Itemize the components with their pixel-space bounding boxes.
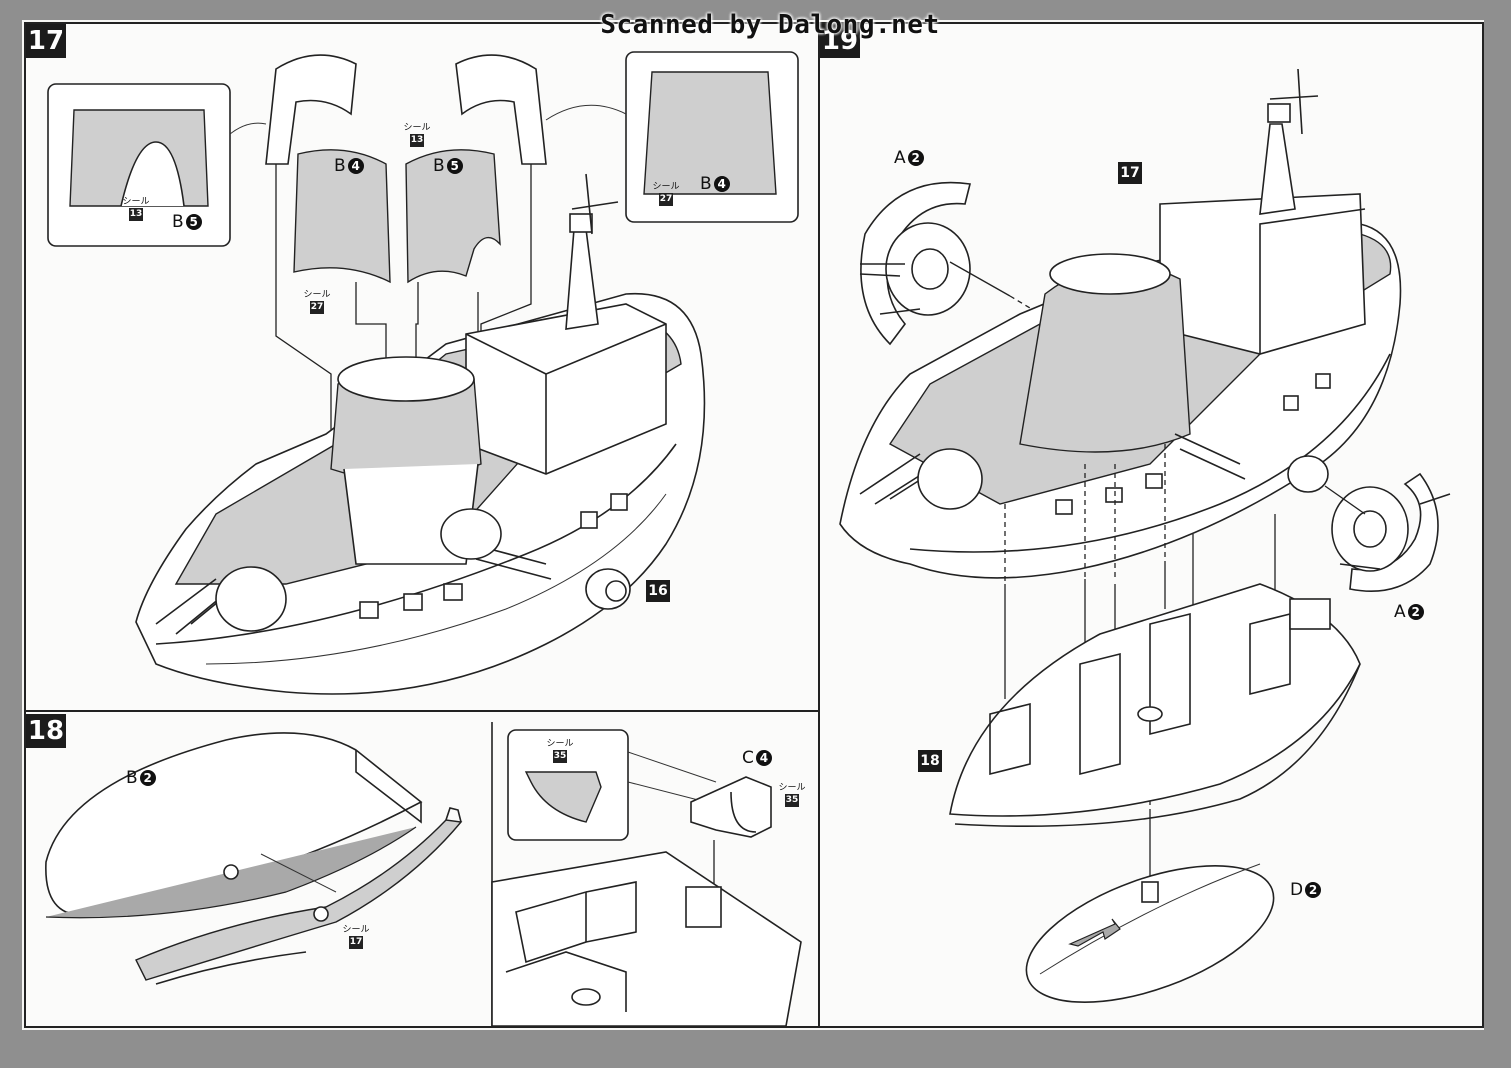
seal-27-panel: シール 27 [301,287,333,314]
seal-word: シール [403,123,431,133]
ref-step-17: 17 [1118,162,1142,184]
seal-number: 35 [553,750,567,763]
seal-word: シール [342,925,370,935]
step-17-badge: 17 [26,24,66,58]
seal-number: 27 [659,193,673,206]
part-number: 4 [755,750,772,766]
step-18-badge: 18 [26,714,66,748]
seal-word: シール [122,197,150,207]
part-number: 2 [139,770,156,786]
part-number: 2 [907,150,924,166]
part-number: 5 [185,214,202,230]
seal-35-clip: シール 35 [776,780,808,807]
seal-word: シール [546,739,574,749]
ref-step-16: 16 [646,580,670,602]
part-number: 2 [1407,604,1424,620]
step-17-panel: 17 [24,22,820,712]
step-18-panel: 18 [24,710,820,1028]
part-letter: A [894,148,906,168]
part-number: 5 [446,158,463,174]
part-number: 4 [347,158,364,174]
part-letter: B [172,212,184,232]
seal-number: 13 [129,208,143,221]
scanner-watermark: Scanned by Dalong.net [600,10,940,40]
seal-word: シール [778,783,806,793]
seal-number: 27 [310,301,324,314]
ref-step-18: 18 [918,750,942,772]
seal-17-strip: シール 17 [340,922,372,949]
seal-13-panel: シール 13 [401,120,433,147]
part-number: 2 [1305,882,1322,898]
seal-13-callout: シール 13 [120,194,152,221]
seal-35-callout: シール 35 [544,736,576,763]
step-17-illustration [47,51,799,695]
part-number: 4 [713,176,730,192]
seal-word: シール [652,182,680,192]
seal-number: 17 [349,936,363,949]
step-19-panel: 19 [818,22,1484,1028]
step-19-illustration [839,68,1451,1003]
seal-number: 13 [410,134,424,147]
part-letter: C [742,748,754,768]
part-letter: B [700,174,712,194]
part-letter: A [1394,602,1406,622]
seal-word: シール [303,290,331,300]
part-letter: B [126,768,138,788]
seal-number: 35 [785,794,799,807]
part-letter: B [433,156,445,176]
part-letter: D [1290,880,1304,900]
step-19-badge: 19 [820,24,860,58]
step-18-illustration [45,722,802,1026]
seal-27-callout: シール 27 [650,179,682,206]
part-letter: B [334,156,346,176]
